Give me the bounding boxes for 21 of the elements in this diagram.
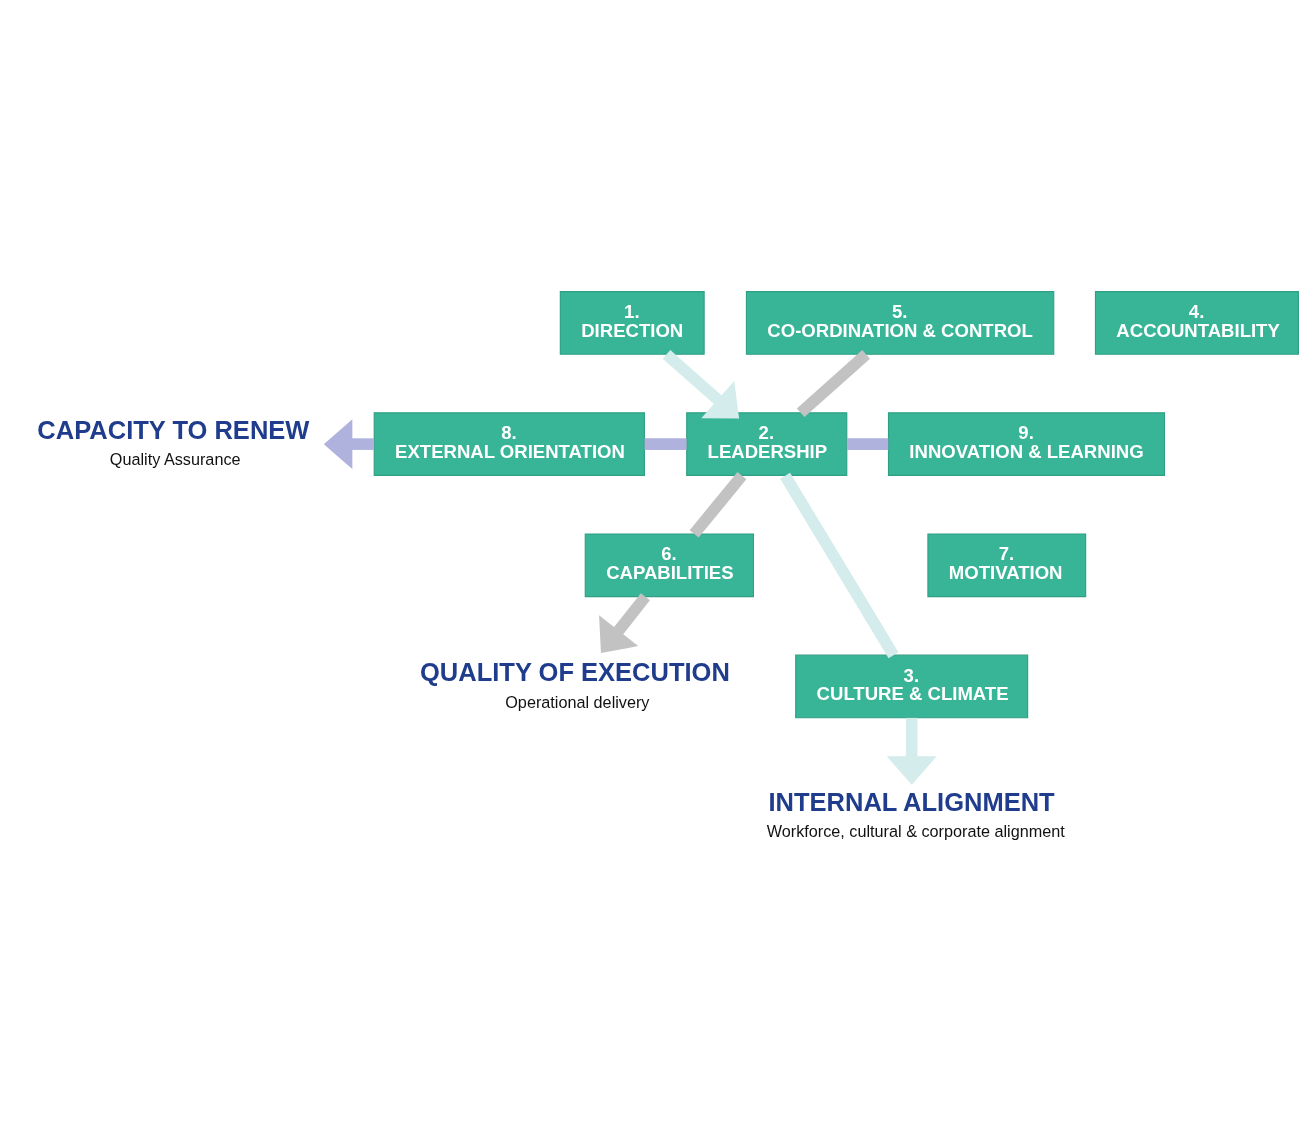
node-box: 3. CULTURE & CLIMATE [795, 654, 1029, 719]
arrow [662, 350, 740, 419]
connector [780, 472, 899, 659]
arrow [886, 717, 937, 785]
arrow [599, 593, 650, 653]
node-box: 2. LEADERSHIP [686, 412, 848, 476]
node-box: 5. CO-ORDINATION & CONTROL [745, 291, 1055, 355]
arrow [323, 419, 375, 470]
node-box: 6. CAPABILITIES [584, 533, 754, 598]
connector [846, 438, 889, 450]
node-text: QUALITY OF EXECUTION Operational delivery [420, 658, 730, 711]
node-text: INTERNAL ALIGNMENT Workforce, cultural & corporate alignment [766, 788, 1065, 841]
connector [796, 350, 870, 418]
node-box: 9. INNOVATION & LEARNING [887, 412, 1166, 476]
node-box: 8. EXTERNAL ORIENTATION [373, 412, 645, 476]
node-box: 1. DIRECTION [559, 291, 705, 355]
connector [644, 438, 687, 450]
connector [689, 471, 747, 538]
node-box: 7. MOTIVATION [927, 533, 1087, 598]
node-text: CAPACITY TO RENEW Quality Assurance [37, 416, 310, 469]
node-box: 4. ACCOUNTABILITY [1094, 291, 1299, 355]
